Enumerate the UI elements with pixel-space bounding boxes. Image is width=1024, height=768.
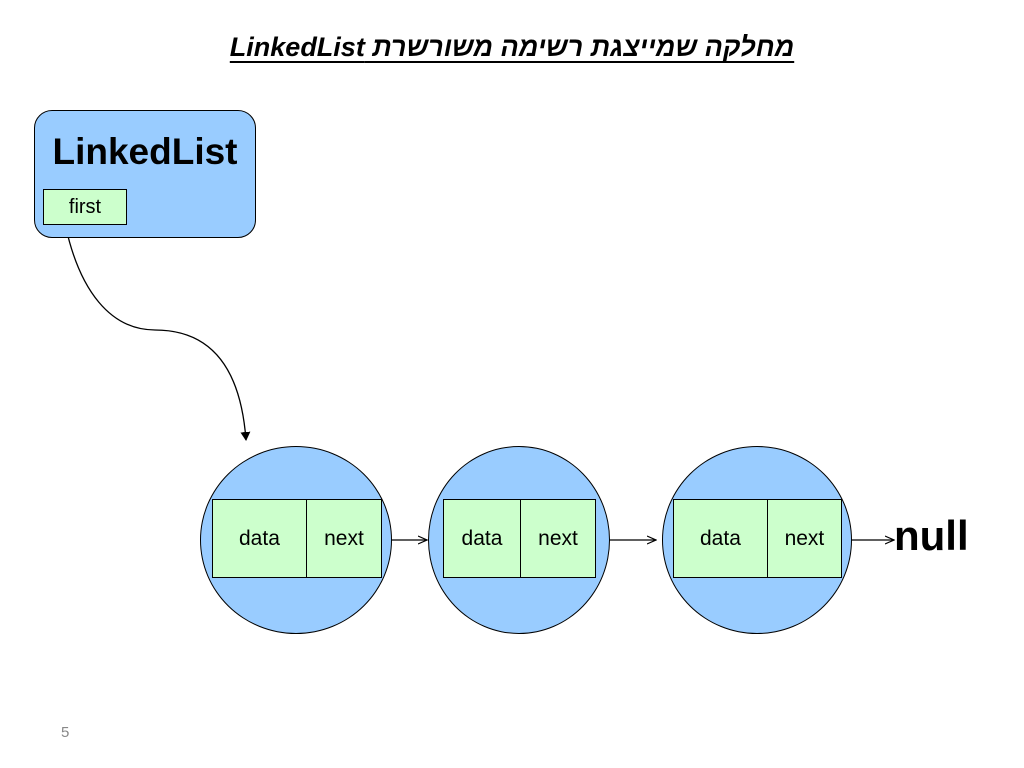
first-pointer-arrow xyxy=(65,227,251,441)
slide-number: 5 xyxy=(61,724,70,741)
node-data-field: data xyxy=(700,526,741,550)
list-node-2-fields: data next xyxy=(443,499,596,578)
list-node-3-fields: data next xyxy=(673,499,842,578)
linkedlist-object: LinkedList first xyxy=(34,110,256,238)
null-terminal: null xyxy=(894,512,969,559)
node-next-field: next xyxy=(766,500,841,577)
node-next-field: next xyxy=(519,500,595,577)
node-data-field: data xyxy=(239,526,280,550)
slide-title: מחלקה שמייצגת רשימה משורשרת LinkedList xyxy=(229,32,795,62)
node-data-field: data xyxy=(461,526,503,550)
first-field: first xyxy=(43,189,127,225)
node-next-field: next xyxy=(305,500,381,577)
list-node-1-fields: data next xyxy=(212,499,382,578)
linkedlist-object-title: LinkedList xyxy=(52,131,238,172)
